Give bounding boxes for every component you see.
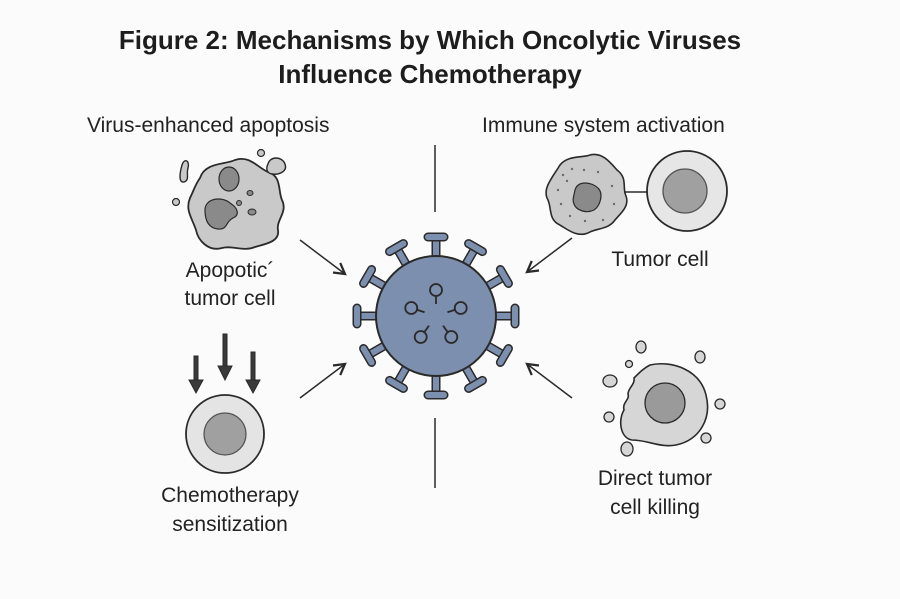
virus-spike-head xyxy=(497,345,512,366)
heading-immune-system-activation: Immune system activation xyxy=(482,114,725,137)
virus-surface-mark xyxy=(429,283,443,297)
chemo-label-line2: sensitization xyxy=(172,513,288,536)
virus-spike-head xyxy=(386,377,407,392)
virus-surface-mark-stem xyxy=(442,325,450,334)
tumor-cell-icon xyxy=(646,150,728,232)
virus-spike-head xyxy=(360,345,375,366)
chemotherapy-drug-arrows-icon xyxy=(188,333,261,395)
virus-spike-head xyxy=(497,266,512,287)
oncolytic-virus-icon xyxy=(352,232,520,400)
sensitized-cell-icon xyxy=(185,394,265,474)
virus-surface-mark xyxy=(444,330,459,344)
chemo-label-line1: Chemotherapy xyxy=(161,484,299,507)
apoptotic-cell-label-line2: tumor cell xyxy=(184,287,276,310)
figure-title-line1: Figure 2: Mechanisms by Which Oncolytic … xyxy=(118,25,742,55)
tumor-cell-label: Tumor cell xyxy=(611,248,709,271)
virus-surface-mark-stem xyxy=(415,308,425,314)
arrow-killing-to-virus xyxy=(525,362,573,399)
virus-spike-head xyxy=(360,266,375,287)
immune-cell-icon xyxy=(545,153,628,236)
virus-spike-head xyxy=(465,377,486,392)
virus-spike-head xyxy=(386,240,407,255)
arrow-apoptosis-to-virus xyxy=(299,239,347,276)
virus-surface-mark xyxy=(404,301,419,315)
lysed-tumor-cell-icon xyxy=(602,340,726,457)
figure-title-line2: Influence Chemotherapy xyxy=(278,59,582,89)
virus-capsid xyxy=(375,255,497,377)
virus-surface-mark xyxy=(453,301,468,315)
heading-virus-enhanced-apoptosis: Virus-enhanced apoptosis xyxy=(87,114,330,137)
virus-surface-mark-stem xyxy=(447,308,457,314)
virus-surface-mark-stem xyxy=(422,325,430,334)
arrow-chemo-to-virus xyxy=(299,362,347,399)
killing-label-line2: cell killing xyxy=(610,496,700,519)
virus-surface-mark xyxy=(413,330,428,344)
virus-spike-head xyxy=(465,240,486,255)
killing-label-line1: Direct tumor xyxy=(597,467,713,490)
arrow-immune-to-virus xyxy=(525,237,573,274)
apoptotic-cell-label-line1: Apopotic´ xyxy=(185,259,275,282)
apoptotic-tumor-cell-icon xyxy=(171,148,287,250)
